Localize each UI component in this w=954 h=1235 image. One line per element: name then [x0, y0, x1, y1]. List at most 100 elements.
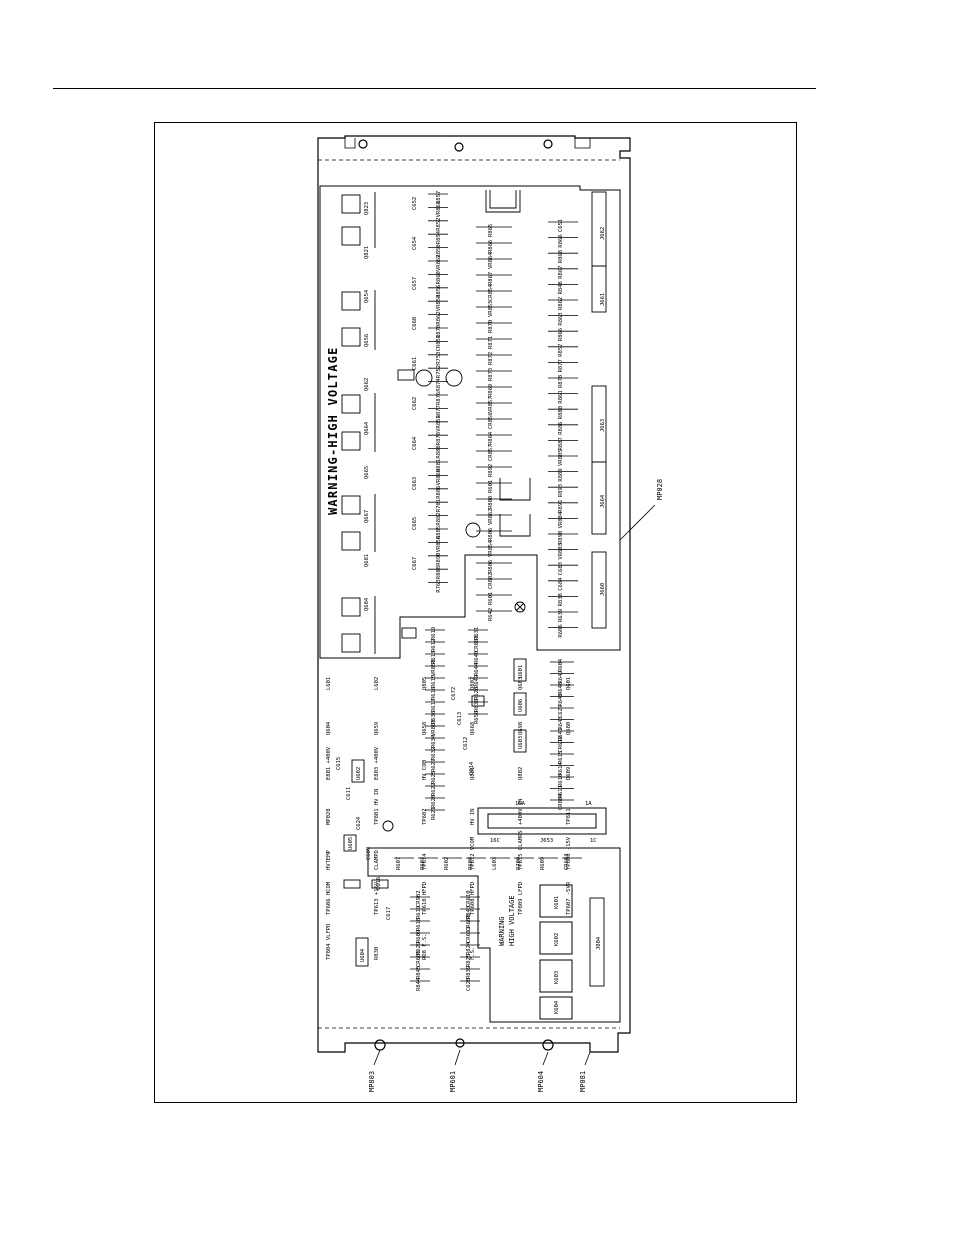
component-label: F.S.	[470, 947, 476, 960]
component-label: R878	[558, 375, 564, 388]
callout-leaders	[373, 504, 656, 1066]
component-label: R866	[558, 234, 564, 247]
component-label: VR805	[558, 449, 564, 466]
component-label: K601	[554, 896, 560, 909]
fet-bodies	[341, 192, 376, 654]
component-label: R606	[558, 624, 564, 637]
component-label: Q684	[364, 597, 370, 611]
component-label: TP614	[422, 853, 428, 870]
component-label: R619	[431, 627, 437, 640]
j653-16c: 16C	[490, 838, 500, 844]
component-label: R639	[558, 609, 564, 622]
component-label: TP801 HV IN	[374, 789, 380, 825]
component-label: R850	[436, 244, 442, 257]
component-label: C683	[558, 562, 564, 575]
component-label: CR851	[436, 335, 442, 352]
component-label: R601	[488, 480, 494, 493]
component-label: VR862	[436, 254, 442, 271]
component-label: L603	[492, 857, 498, 870]
component-label: C613	[457, 712, 463, 725]
component-label: R609	[416, 930, 422, 943]
component-label: R620	[431, 795, 437, 808]
component-label: R616	[431, 687, 437, 700]
component-label: R636	[431, 711, 437, 724]
component-label: C614	[469, 761, 475, 775]
component-label: R870	[436, 325, 442, 338]
component-label: Q604	[326, 721, 332, 735]
component-label: HV COM	[422, 759, 428, 780]
component-label: R880	[436, 445, 442, 458]
component-label: R825	[466, 954, 472, 967]
component-label: R866	[558, 328, 564, 341]
component-label: L601	[326, 677, 332, 690]
component-label: R857	[436, 191, 442, 204]
component-label: R860	[436, 271, 442, 284]
component-label: R642	[488, 608, 494, 621]
component-label: C665	[412, 517, 418, 530]
component-label: CR611	[466, 926, 472, 943]
component-label: J662	[600, 227, 606, 240]
component-label: R808	[488, 496, 494, 509]
component-label: R622	[431, 783, 437, 796]
callout-mp081: MP081	[579, 1071, 587, 1092]
relay-bodies	[539, 884, 573, 1020]
component-label: R856	[436, 285, 442, 298]
component-label: Q680	[566, 722, 572, 735]
component-label: TP800 -15V	[566, 836, 572, 870]
component-label: VR864	[488, 252, 494, 269]
component-label: R862	[558, 297, 564, 310]
component-label: C664	[412, 436, 418, 450]
component-label: R892	[488, 464, 494, 477]
component-label: R888	[436, 566, 442, 579]
component-label: R613	[431, 651, 437, 664]
component-label: CR854	[488, 284, 494, 301]
component-label: C617	[386, 907, 392, 920]
component-label: Q698	[518, 722, 524, 735]
component-label: VR862	[488, 508, 494, 525]
component-label: TP612 VCOM	[470, 836, 476, 870]
component-label: R871	[488, 336, 494, 349]
component-label: CLAMPD	[374, 850, 380, 870]
component-label: E803 +400V	[374, 746, 380, 780]
component-label: R843	[466, 906, 472, 919]
component-label: MP028	[326, 808, 332, 825]
component-label: TP615 CLAMPS	[518, 830, 524, 870]
component-label: Q805	[422, 677, 428, 690]
component-label: R870	[488, 320, 494, 333]
component-label: R873	[488, 368, 494, 381]
component-label: R630	[474, 699, 480, 712]
warning-main: WARNING-HIGH VOLTAGE	[326, 347, 340, 516]
component-label: R650	[474, 711, 480, 724]
component-label: R876	[436, 392, 442, 405]
component-label: R626	[474, 687, 480, 700]
component-label: U603	[518, 736, 524, 749]
component-label: R627	[431, 759, 437, 772]
component-label: VR859	[436, 415, 442, 432]
component-label: R877	[436, 405, 442, 418]
component-label: R867	[558, 266, 564, 279]
component-label: CR605	[416, 950, 422, 967]
component-label: R857	[558, 344, 564, 357]
component-label: CR902	[416, 890, 422, 907]
component-label: R643	[558, 716, 564, 729]
component-label: R889	[558, 468, 564, 481]
component-label: R618	[416, 918, 422, 931]
component-label: R806	[488, 528, 494, 541]
component-label: R848	[558, 281, 564, 294]
component-label: VR861	[436, 201, 442, 218]
component-label: Q801	[470, 767, 476, 780]
component-label: Q821	[364, 246, 370, 259]
component-label: Q656	[364, 334, 370, 347]
component-label: R607	[396, 857, 402, 870]
component-label: R634	[431, 734, 437, 748]
component-label: C663	[412, 477, 418, 490]
board-outline	[317, 135, 631, 1053]
component-label: R612	[431, 639, 437, 652]
component-label: HVTEMP	[326, 849, 332, 870]
component-label: TP811	[566, 808, 572, 825]
component-label: R824	[466, 941, 472, 955]
component-label: Q654	[364, 289, 370, 303]
j653-16a: 16A	[515, 801, 526, 807]
jumper-strips	[589, 191, 607, 987]
component-label: J660	[600, 583, 606, 596]
